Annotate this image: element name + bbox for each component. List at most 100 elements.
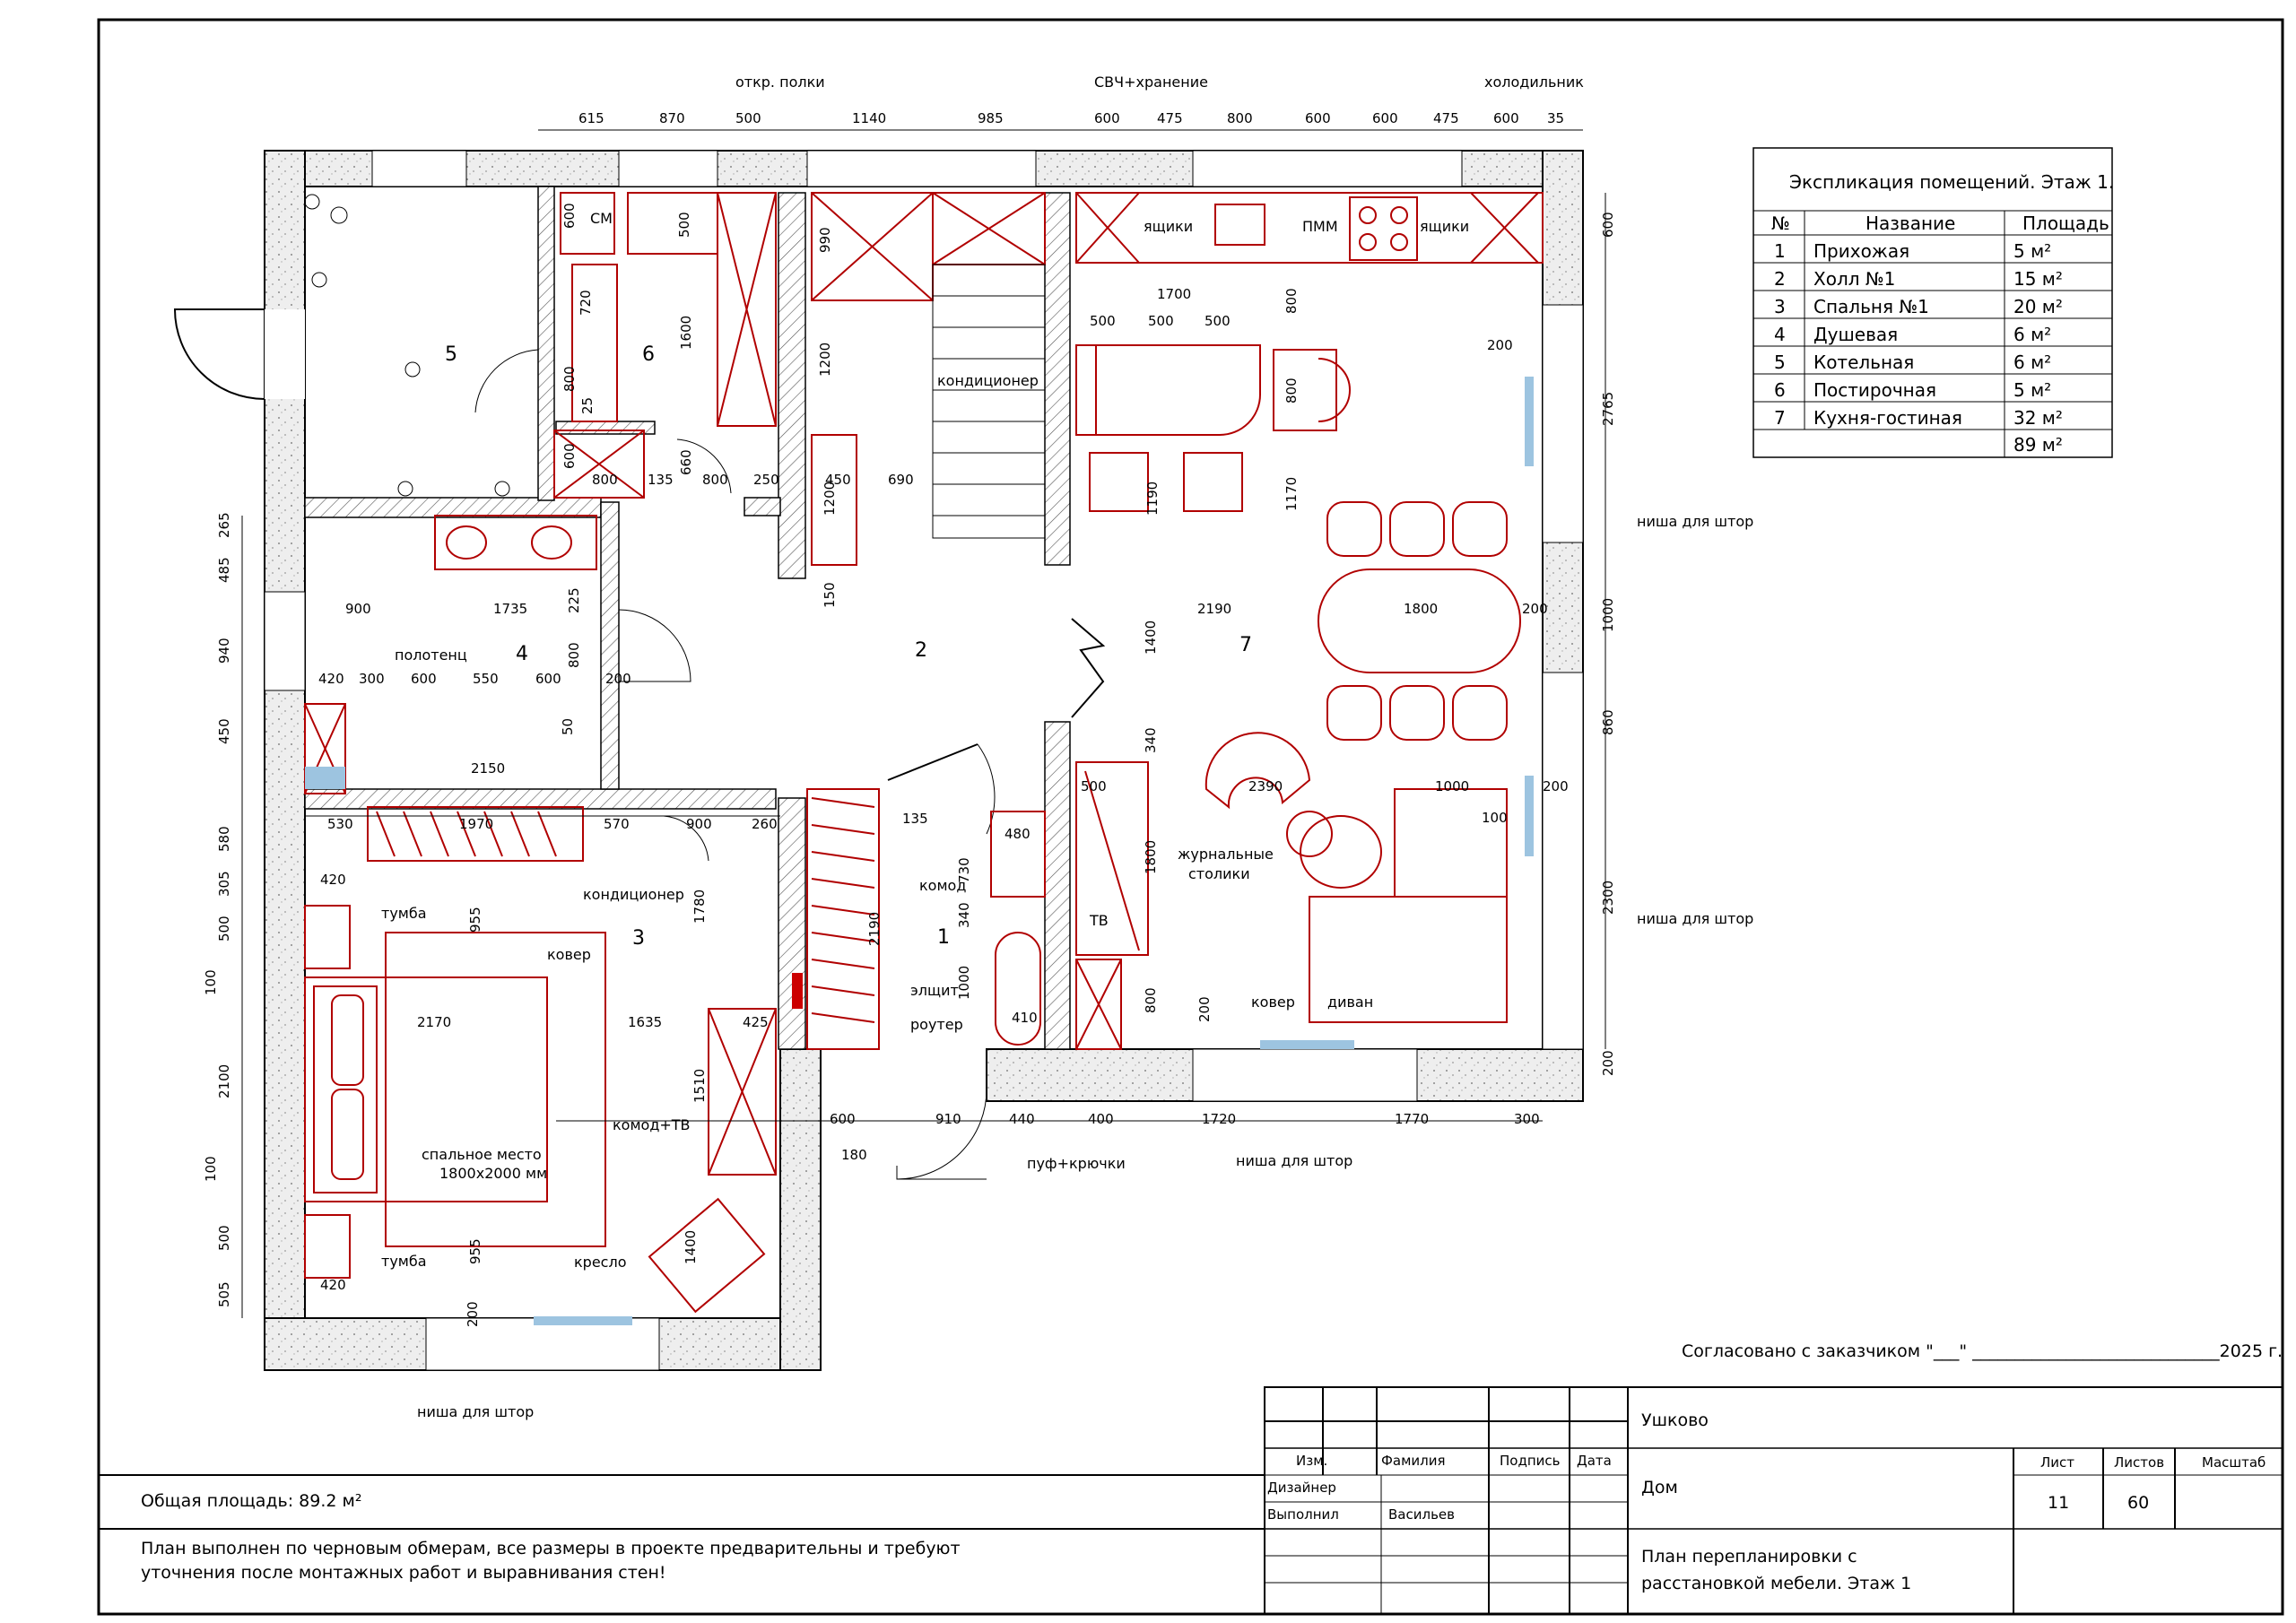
svg-text:200: 200 bbox=[1487, 337, 1513, 353]
svg-text:135: 135 bbox=[648, 472, 674, 488]
svg-text:6: 6 bbox=[1774, 379, 1786, 401]
room-2: 2 bbox=[915, 639, 927, 662]
svg-text:135: 135 bbox=[902, 811, 928, 827]
total-area: Общая площадь: 89.2 м² bbox=[141, 1491, 361, 1511]
svg-text:720: 720 bbox=[578, 290, 594, 316]
svg-text:500: 500 bbox=[1081, 778, 1107, 794]
svg-text:ниша для штор: ниша для штор bbox=[1637, 513, 1753, 530]
svg-text:2300: 2300 bbox=[1600, 881, 1616, 915]
svg-text:660: 660 bbox=[678, 449, 694, 475]
svg-text:1190: 1190 bbox=[1144, 482, 1161, 516]
svg-text:200: 200 bbox=[605, 671, 631, 687]
svg-text:1800: 1800 bbox=[1404, 601, 1438, 617]
svg-text:1780: 1780 bbox=[691, 890, 708, 924]
svg-text:откр. полки: откр. полки bbox=[735, 74, 825, 91]
svg-text:диван: диван bbox=[1327, 994, 1373, 1011]
svg-text:2: 2 bbox=[1774, 268, 1786, 290]
svg-text:600: 600 bbox=[1305, 110, 1331, 126]
svg-text:1635: 1635 bbox=[628, 1014, 662, 1030]
svg-text:300: 300 bbox=[359, 671, 385, 687]
approval-line: Согласовано с заказчиком "___" _________… bbox=[1682, 1341, 2283, 1361]
svg-text:475: 475 bbox=[1157, 110, 1183, 126]
explication-total: 89 м² bbox=[2013, 434, 2063, 456]
svg-text:пуф+крючки: пуф+крючки bbox=[1027, 1155, 1126, 1172]
svg-text:305: 305 bbox=[216, 871, 232, 897]
svg-text:600: 600 bbox=[561, 203, 578, 229]
svg-text:800: 800 bbox=[566, 642, 582, 668]
svg-text:100: 100 bbox=[203, 969, 219, 995]
svg-text:ковер: ковер bbox=[1251, 994, 1295, 1011]
outer-walls bbox=[264, 150, 1584, 1371]
note-line1: План выполнен по черновым обмерам, все р… bbox=[141, 1539, 961, 1558]
svg-text:600: 600 bbox=[535, 671, 561, 687]
svg-text:2190: 2190 bbox=[1197, 601, 1231, 617]
svg-text:тумба: тумба bbox=[381, 1253, 427, 1270]
svg-text:600: 600 bbox=[1094, 110, 1120, 126]
room-5: 5 bbox=[445, 343, 457, 366]
svg-text:35: 35 bbox=[1547, 110, 1564, 126]
svg-text:журнальные: журнальные bbox=[1178, 846, 1274, 863]
svg-text:Подпись: Подпись bbox=[1500, 1453, 1560, 1469]
svg-text:комод+ТВ: комод+ТВ bbox=[613, 1116, 691, 1133]
svg-text:690: 690 bbox=[888, 472, 914, 488]
svg-text:100: 100 bbox=[1482, 810, 1508, 826]
svg-text:200: 200 bbox=[1600, 1050, 1616, 1076]
svg-text:ковер: ковер bbox=[547, 946, 591, 963]
svg-text:Фамилия: Фамилия bbox=[1381, 1453, 1446, 1469]
svg-text:800: 800 bbox=[702, 472, 728, 488]
svg-text:500: 500 bbox=[1090, 313, 1116, 329]
svg-text:480: 480 bbox=[1004, 826, 1031, 842]
svg-text:940: 940 bbox=[216, 638, 232, 664]
svg-text:500: 500 bbox=[216, 1225, 232, 1251]
svg-text:Изм.: Изм. bbox=[1296, 1453, 1327, 1469]
svg-text:1800х2000 мм: 1800х2000 мм bbox=[439, 1165, 547, 1182]
svg-text:425: 425 bbox=[743, 1014, 769, 1030]
svg-text:ящики: ящики bbox=[1144, 218, 1193, 235]
door-swings bbox=[173, 308, 1106, 1180]
svg-text:ПММ: ПММ bbox=[1302, 218, 1338, 235]
svg-text:600: 600 bbox=[830, 1111, 856, 1127]
svg-text:2765: 2765 bbox=[1600, 392, 1616, 426]
svg-text:100: 100 bbox=[203, 1156, 219, 1182]
location: Ушково bbox=[1641, 1410, 1709, 1430]
object-name: Дом bbox=[1641, 1478, 1678, 1497]
svg-text:1170: 1170 bbox=[1283, 477, 1300, 511]
svg-text:холодильник: холодильник bbox=[1484, 74, 1584, 91]
svg-text:Название: Название bbox=[1866, 213, 1955, 234]
svg-text:5 м²: 5 м² bbox=[2013, 240, 2051, 262]
sheet-number: 11 bbox=[2048, 1493, 2069, 1513]
svg-text:ниша для штор: ниша для штор bbox=[1637, 910, 1753, 927]
svg-text:200: 200 bbox=[1522, 601, 1548, 617]
svg-text:505: 505 bbox=[216, 1281, 232, 1307]
explication-table: Экспликация помещений. Этаж 1. № Названи… bbox=[1752, 147, 2114, 458]
svg-text:1140: 1140 bbox=[852, 110, 886, 126]
svg-text:6 м²: 6 м² bbox=[2013, 324, 2051, 345]
svg-text:550: 550 bbox=[473, 671, 499, 687]
svg-text:440: 440 bbox=[1009, 1111, 1035, 1127]
svg-text:Спальня №1: Спальня №1 bbox=[1813, 296, 1929, 317]
svg-text:25: 25 bbox=[579, 397, 596, 414]
svg-text:№: № bbox=[1771, 213, 1790, 234]
svg-text:1400: 1400 bbox=[1143, 621, 1159, 655]
svg-text:410: 410 bbox=[1012, 1010, 1038, 1026]
svg-text:Постирочная: Постирочная bbox=[1813, 379, 1936, 401]
dimension-lines bbox=[241, 129, 1606, 1318]
svg-text:200: 200 bbox=[1196, 996, 1213, 1022]
svg-text:1600: 1600 bbox=[678, 316, 694, 350]
svg-text:1400: 1400 bbox=[683, 1230, 699, 1264]
svg-text:2390: 2390 bbox=[1248, 778, 1283, 794]
svg-text:1000: 1000 bbox=[1435, 778, 1469, 794]
furniture bbox=[304, 192, 1544, 1325]
svg-text:Масштаб: Масштаб bbox=[2202, 1454, 2266, 1471]
svg-text:450: 450 bbox=[216, 718, 232, 744]
svg-text:150: 150 bbox=[822, 582, 838, 608]
sheet-title-line2: расстановкой мебели. Этаж 1 bbox=[1641, 1574, 1911, 1593]
svg-text:Душевая: Душевая bbox=[1813, 324, 1898, 345]
svg-text:элщит: элщит bbox=[910, 982, 959, 999]
svg-text:1735: 1735 bbox=[493, 601, 527, 617]
svg-text:1510: 1510 bbox=[691, 1069, 708, 1103]
svg-text:500: 500 bbox=[216, 916, 232, 942]
svg-text:250: 250 bbox=[753, 472, 779, 488]
svg-text:340: 340 bbox=[1143, 727, 1159, 753]
